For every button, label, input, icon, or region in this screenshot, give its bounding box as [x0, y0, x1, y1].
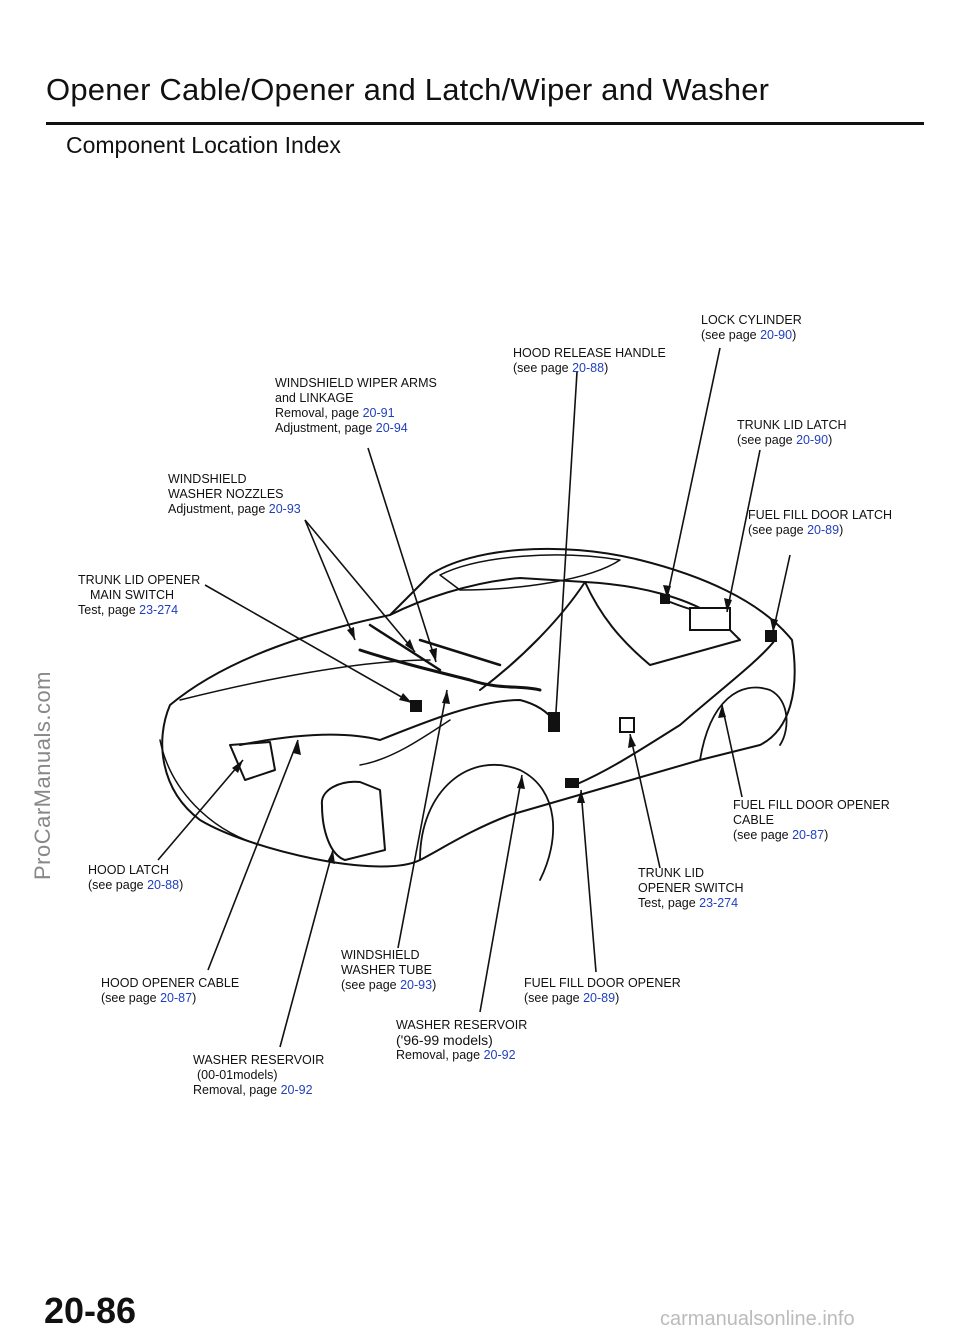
hood-latch-shape — [229, 741, 276, 781]
lock-cylinder-marker — [660, 594, 670, 604]
washer-reservoir-shape — [320, 780, 386, 861]
wiper-linkage — [358, 648, 542, 692]
leader-trunk-opener-switch — [629, 733, 661, 869]
leader-reservoir-00 — [279, 849, 334, 1048]
leader-fuel-latch — [772, 554, 791, 633]
leader-hood-opener-cable — [207, 739, 299, 971]
trunk-lid-opener-switch-marker — [619, 717, 635, 733]
front-wheel-arch — [419, 764, 555, 881]
leader-nozzles-b — [304, 519, 416, 653]
leader-washer-tube — [397, 689, 448, 949]
callout-lock-cylinder: LOCK CYLINDER (see page 20-90) — [701, 313, 802, 342]
bumper-outline — [159, 739, 261, 846]
ref-link-hood-latch[interactable]: 20-88 — [147, 878, 180, 892]
callout-washer-reservoir-96: WASHER RESERVOIR ('96-99 models) Removal… — [396, 1018, 528, 1062]
side-watermark: ProCarManuals.com — [30, 670, 55, 880]
leader-fuel-cable — [721, 704, 743, 798]
ref-link-wiper-adjustment[interactable]: 20-94 — [375, 421, 408, 435]
leader-trunk-latch — [726, 449, 761, 613]
footer-site-watermark: carmanualsonline.info — [660, 1308, 855, 1330]
ref-link-washer-tube[interactable]: 20-93 — [400, 978, 433, 992]
ref-link-nozzles[interactable]: 20-93 — [268, 502, 301, 516]
ref-link-fuel-latch[interactable]: 20-89 — [807, 523, 840, 537]
ref-link-hood-release[interactable]: 20-88 — [572, 361, 605, 375]
ref-link-fuel-cable[interactable]: 20-87 — [792, 828, 825, 842]
car-body-outline — [161, 547, 796, 868]
leader-hood-release — [554, 371, 578, 729]
callout-fuel-fill-door-latch: FUEL FILL DOOR LATCH (see page 20-89) — [748, 508, 893, 537]
callout-fuel-fill-door-opener-cable: FUEL FILL DOOR OPENER CABLE (see page 20… — [733, 798, 890, 842]
callout-trunk-lid-opener-switch: TRUNK LID OPENER SWITCH Test, page 23-27… — [638, 866, 744, 910]
ref-link-wiper-removal[interactable]: 20-91 — [362, 406, 395, 420]
wiper-arm-left — [368, 623, 442, 672]
wiper-arm-right — [418, 638, 502, 667]
ref-link-trunk-latch[interactable]: 20-90 — [796, 433, 829, 447]
ref-link-trunk-switch[interactable]: 23-274 — [699, 896, 739, 910]
trunk-opener-main-switch-marker — [410, 700, 422, 712]
leader-trunk-main-switch — [204, 584, 413, 704]
callout-washer-reservoir-00: WASHER RESERVOIR (00-01models) Removal, … — [193, 1053, 325, 1097]
page-title: Opener Cable/Opener and Latch/Wiper and … — [46, 72, 770, 107]
fuel-door-opener-marker — [565, 778, 579, 788]
leader-hood-latch — [157, 759, 244, 861]
callout-fuel-fill-door-opener: FUEL FILL DOOR OPENER (see page 20-89) — [524, 976, 681, 1005]
windshield-outline — [389, 577, 586, 691]
leader-lock-cylinder — [666, 347, 721, 599]
hood-outline — [179, 659, 431, 701]
ref-link-main-switch[interactable]: 23-274 — [139, 603, 179, 617]
callout-trunk-lid-latch: TRUNK LID LATCH (see page 20-90) — [737, 418, 847, 447]
leader-nozzles-a — [304, 519, 356, 641]
hood-opener-cable-path — [239, 699, 556, 746]
leader-wiper-arms — [367, 447, 437, 663]
fuel-door-latch-marker — [765, 630, 777, 642]
callout-hood-release-handle: HOOD RELEASE HANDLE (see page 20-88) — [513, 346, 666, 375]
ref-link-hood-cable[interactable]: 20-87 — [160, 991, 193, 1005]
leader-fuel-door-opener — [580, 789, 597, 973]
callout-hood-opener-cable: HOOD OPENER CABLE (see page 20-87) — [101, 976, 240, 1005]
rear-wheel-arch — [699, 686, 788, 761]
page-number: 20-86 — [44, 1290, 137, 1331]
fuel-trunk-cable-path — [574, 639, 776, 786]
ref-link-reservoir-00[interactable]: 20-92 — [280, 1083, 313, 1097]
callout-washer-nozzles: WINDSHIELD WASHER NOZZLES Adjustment, pa… — [168, 472, 301, 516]
title-rule — [46, 122, 924, 125]
callout-trunk-opener-main-switch: TRUNK LID OPENER MAIN SWITCH Test, page … — [78, 573, 201, 617]
ref-link-reservoir-96[interactable]: 20-92 — [483, 1048, 516, 1062]
callout-wiper-arms: WINDSHIELD WIPER ARMS and LINKAGE Remova… — [275, 376, 437, 435]
page-subtitle: Component Location Index — [66, 132, 341, 158]
callout-hood-latch: HOOD LATCH (see page 20-88) — [88, 863, 184, 892]
ref-link-lock-cylinder[interactable]: 20-90 — [760, 328, 793, 342]
leader-reservoir-96 — [479, 774, 523, 1013]
sunroof-outline — [439, 554, 621, 591]
ref-link-fuel-opener[interactable]: 20-89 — [583, 991, 616, 1005]
trunk-latch-marker — [689, 607, 731, 631]
callout-washer-tube: WINDSHIELD WASHER TUBE (see page 20-93) — [341, 948, 437, 992]
